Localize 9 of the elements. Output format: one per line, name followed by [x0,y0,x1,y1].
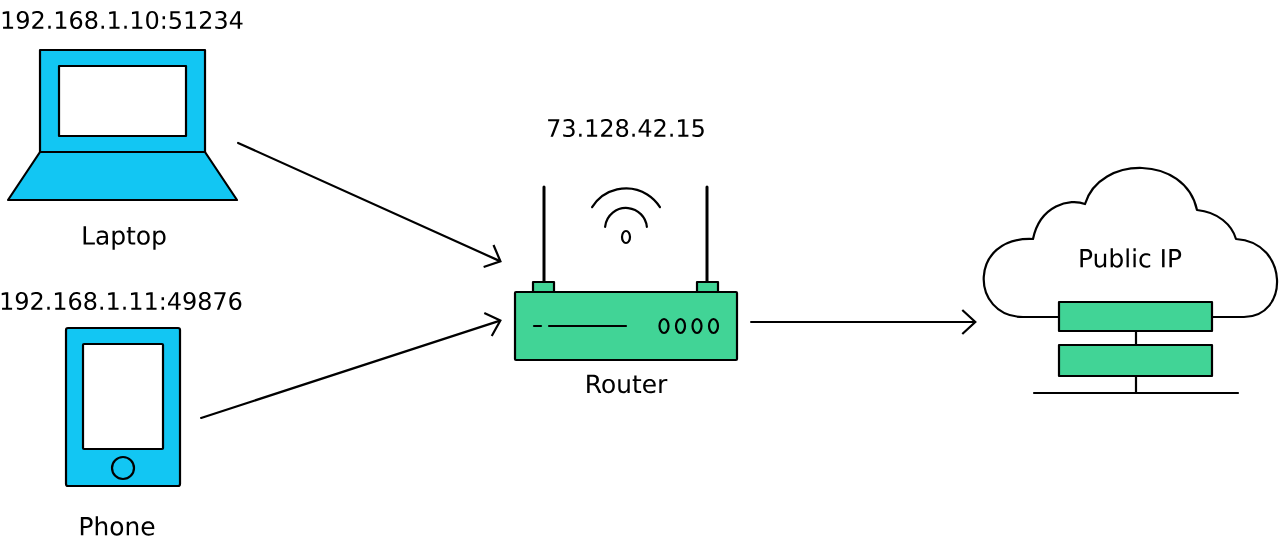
device-label: Phone [80,516,155,536]
ip-address-label: 192.168.1.11:49876 [1,291,242,311]
ip-address-label: 192.168.1.10:51234 [2,10,243,30]
arrow [237,141,502,268]
device-label: Laptop [83,226,166,250]
device-label: Router [587,374,668,394]
arrow [200,312,502,420]
ip-address-label: 73.128.42.15 [548,118,704,138]
arrow [750,309,977,335]
